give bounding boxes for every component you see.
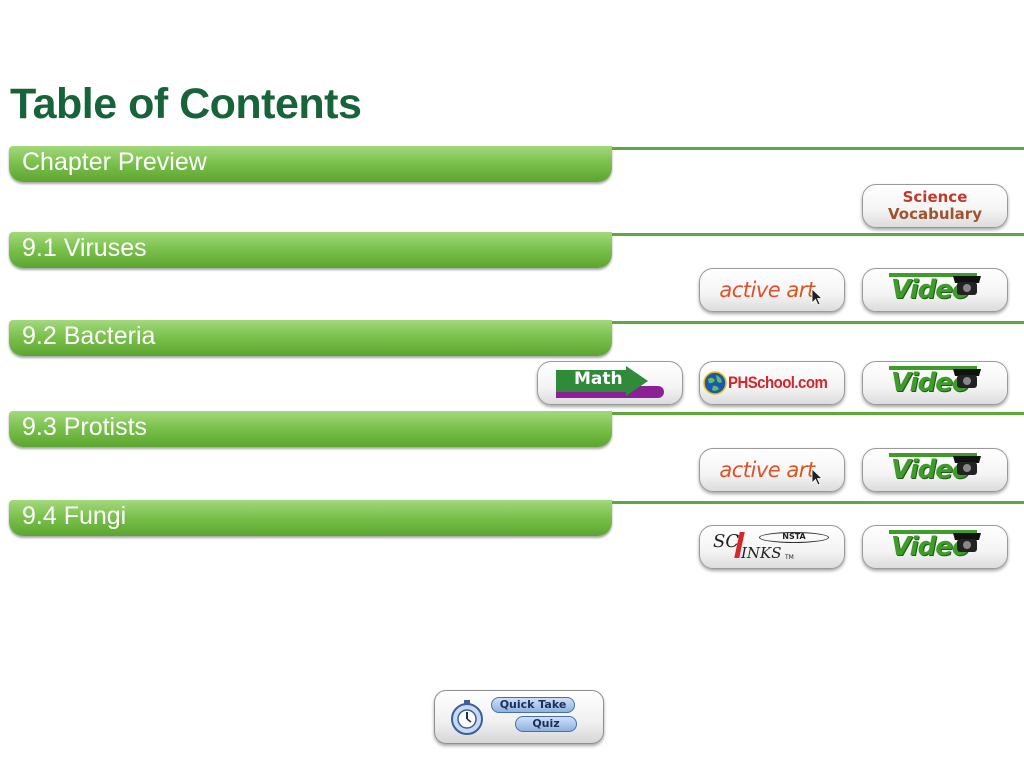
section-label: 9.3 Protists xyxy=(22,413,148,441)
video-button[interactable]: Video xyxy=(862,361,1008,405)
math-button[interactable]: Math xyxy=(537,361,683,405)
video-camera-icon xyxy=(953,533,981,552)
quiz-line2: Quiz xyxy=(515,716,577,732)
section-divider xyxy=(612,233,1024,236)
scilinks-nsta: NSTA xyxy=(759,532,829,543)
quick-take-quiz-button[interactable]: Quick Take Quiz xyxy=(434,690,604,744)
section-divider xyxy=(612,147,1024,150)
quiz-line1: Quick Take xyxy=(491,697,575,713)
section-9-1-viruses[interactable]: 9.1 Viruses xyxy=(9,232,612,268)
video-bar xyxy=(889,273,977,277)
section-divider xyxy=(612,501,1024,504)
active-art-logo: active art xyxy=(719,458,815,482)
cursor-icon xyxy=(811,468,823,486)
globe-icon xyxy=(703,371,727,395)
arrow-right-icon xyxy=(556,366,648,396)
phschool-label: PHSchool.com xyxy=(728,373,828,392)
vocab-line2: Vocabulary xyxy=(888,205,982,223)
section-label: 9.1 Viruses xyxy=(22,234,147,262)
section-9-4-fungi[interactable]: 9.4 Fungi xyxy=(9,500,612,536)
active-art-button[interactable]: active art xyxy=(699,268,845,312)
stopwatch-icon xyxy=(451,700,483,735)
section-divider xyxy=(612,321,1024,324)
section-9-3-protists[interactable]: 9.3 Protists xyxy=(9,411,612,447)
video-button[interactable]: Video xyxy=(862,525,1008,569)
scilinks-inks: INKS xyxy=(741,544,782,562)
scilinks-sc: SC xyxy=(713,531,740,552)
video-camera-icon xyxy=(953,276,981,295)
section-9-2-bacteria[interactable]: 9.2 Bacteria xyxy=(9,320,612,356)
video-button[interactable]: Video xyxy=(862,268,1008,312)
math-label: Math xyxy=(574,369,623,389)
section-label: 9.4 Fungi xyxy=(22,502,127,530)
section-chapter-preview[interactable]: Chapter Preview xyxy=(9,146,612,182)
video-bar xyxy=(889,453,977,457)
video-camera-icon xyxy=(953,456,981,475)
video-camera-icon xyxy=(953,369,981,388)
video-bar xyxy=(889,530,977,534)
section-label: 9.2 Bacteria xyxy=(22,322,156,350)
page-title: Table of Contents xyxy=(10,80,362,128)
active-art-logo: active art xyxy=(719,278,815,302)
active-art-button[interactable]: active art xyxy=(699,448,845,492)
phschool-button[interactable]: PHSchool.com xyxy=(699,361,845,405)
cursor-icon xyxy=(811,288,823,306)
video-button[interactable]: Video xyxy=(862,448,1008,492)
scilinks-button[interactable]: SC INKS TM NSTA xyxy=(699,525,845,569)
science-vocabulary-button[interactable]: Science Vocabulary xyxy=(862,184,1008,228)
scilinks-tm: TM xyxy=(785,554,794,561)
section-divider xyxy=(612,412,1024,415)
section-label: Chapter Preview xyxy=(22,148,207,176)
video-bar xyxy=(889,366,977,370)
vocab-line1: Science xyxy=(902,188,968,206)
